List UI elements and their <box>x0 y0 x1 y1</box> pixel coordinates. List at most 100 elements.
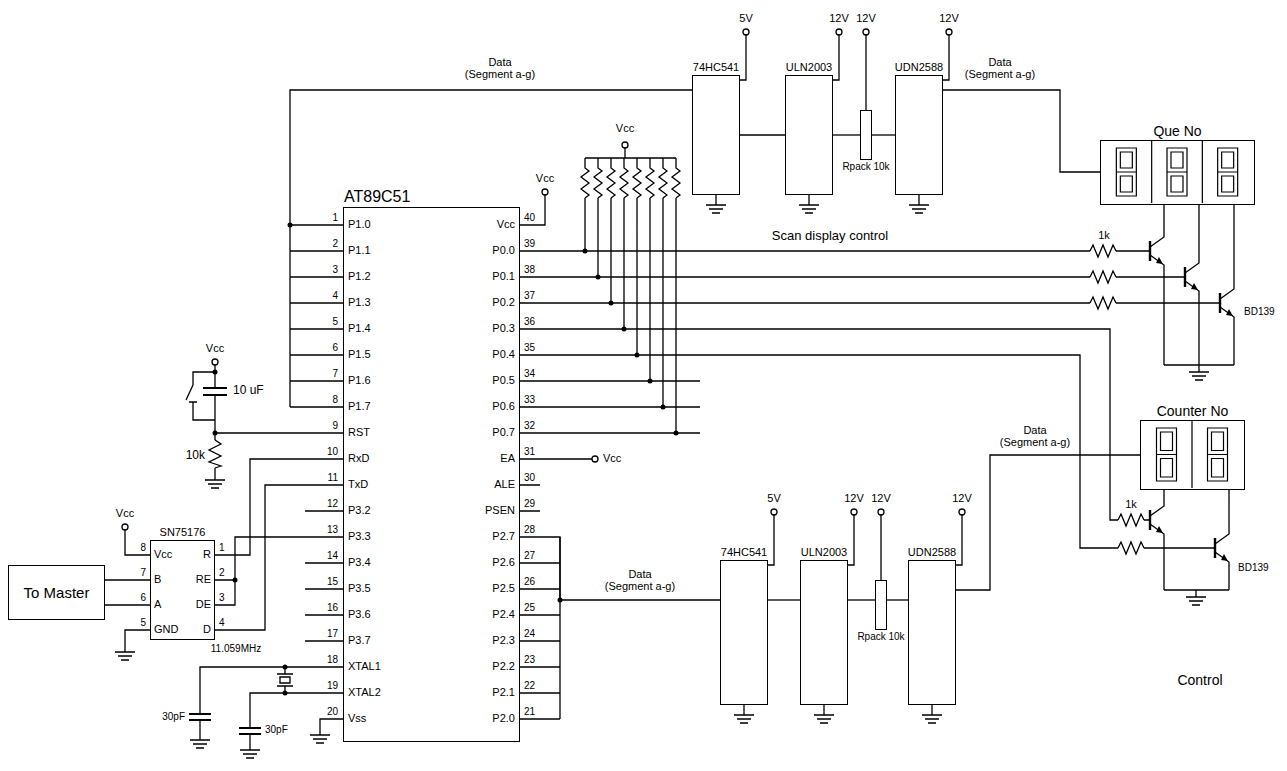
ground-symbol <box>115 205 1209 758</box>
junction-dot <box>213 370 218 375</box>
bus-label: Data (Segment a-g) <box>999 424 1072 448</box>
pin-number: 32 <box>524 420 535 432</box>
pin-number: 28 <box>524 524 535 536</box>
pin-name: P2.1 <box>492 686 515 699</box>
pin-name: P2.3 <box>492 634 515 647</box>
supply-terminal <box>743 29 749 35</box>
capacitor-value: 30pF <box>265 724 288 736</box>
pin-number: 2 <box>219 567 225 579</box>
pin-name: TxD <box>348 478 368 491</box>
pin-name: XTAL1 <box>348 660 381 673</box>
note-label: Scan display control <box>772 229 888 244</box>
pin-name: A <box>154 598 161 611</box>
transistor-part: BD139 <box>1238 562 1269 574</box>
pin-number: 39 <box>524 238 535 250</box>
resistor-value: 1k <box>1098 229 1110 242</box>
junction-dot <box>213 431 218 436</box>
junction-dot <box>648 379 653 384</box>
bus-label: Data (Segment a-g) <box>964 56 1037 80</box>
supply-label: Vcc <box>536 172 554 185</box>
pin-name: P0.3 <box>492 322 515 335</box>
capacitor-value: 30pF <box>162 711 185 723</box>
buffer-chip: 74HC541 <box>692 75 740 195</box>
bus-label: Data (Segment a-g) <box>604 568 677 592</box>
switch-symbol <box>186 385 197 402</box>
transistor-symbol <box>1150 205 1234 590</box>
pin-number: 23 <box>524 654 535 666</box>
supply-label: Vcc <box>616 122 634 135</box>
pin-number: 31 <box>524 446 535 458</box>
pin-number: 5 <box>140 617 146 629</box>
supply-label: 12V <box>952 492 972 505</box>
note-label: Control <box>1177 672 1222 688</box>
signal-wire <box>956 455 1140 590</box>
junction-dot <box>661 405 666 410</box>
pin-name: R <box>203 548 211 561</box>
emitter-arrow <box>1156 257 1233 561</box>
supply-terminal <box>771 509 777 515</box>
buffer-chip: 74HC541 <box>720 560 768 705</box>
supply-terminal <box>836 29 842 35</box>
pin-number: 1 <box>332 212 338 224</box>
pin-name: Vcc <box>154 548 172 561</box>
pin-number: 4 <box>332 290 338 302</box>
pin-name: XTAL2 <box>348 686 381 699</box>
supply-label: Vcc <box>116 507 134 520</box>
junction-dot <box>609 301 614 306</box>
pin-number: 11 <box>328 472 338 484</box>
master-box: To Master <box>8 565 105 620</box>
pin-name: P2.4 <box>492 608 515 621</box>
pin-name: P2.0 <box>492 712 515 725</box>
pin-name: P0.5 <box>492 374 515 387</box>
pin-name: P3.7 <box>348 634 371 647</box>
part-heading: UDN2588 <box>908 546 956 559</box>
resistor-value: 1k <box>1125 498 1137 511</box>
pin-number: 8 <box>140 542 146 554</box>
transistor-part: BD139 <box>1244 306 1275 318</box>
signal-wire <box>105 579 150 580</box>
supply-terminal <box>542 189 548 195</box>
signal-wire <box>105 604 150 605</box>
pin-name: RE <box>196 573 211 586</box>
part-heading: AT89C51 <box>344 188 410 206</box>
part-heading: Que No <box>1153 123 1201 139</box>
pin-number: 16 <box>327 602 338 614</box>
supply-terminal <box>863 29 869 35</box>
pin-number: 3 <box>332 264 338 276</box>
supply-terminal <box>851 509 857 515</box>
pin-name: D <box>203 623 211 636</box>
digit-outline <box>1141 421 1243 488</box>
pin-number: 8 <box>332 394 338 406</box>
signal-wire <box>848 599 875 600</box>
pin-name: P1.7 <box>348 400 371 413</box>
supply-terminal <box>622 142 628 148</box>
pin-number: 10 <box>327 446 338 458</box>
capacitor-symbol <box>189 388 261 734</box>
pin-name: GND <box>154 623 178 636</box>
box-label: To Master <box>24 584 90 601</box>
pin-number: 27 <box>524 550 535 562</box>
pin-number: 2 <box>332 238 338 250</box>
pin-number: 15 <box>327 576 338 588</box>
signal-wire <box>768 599 800 600</box>
pin-number: 33 <box>524 394 535 406</box>
signal-wire <box>215 485 343 630</box>
supply-terminal <box>592 456 598 462</box>
pin-number: 7 <box>332 368 338 380</box>
pin-number: 13 <box>327 524 338 536</box>
part-heading: Counter No <box>1157 403 1229 419</box>
part-heading: Rpack 10k <box>842 161 889 173</box>
pin-name: P1.0 <box>348 218 371 231</box>
pin-name: P0.4 <box>492 348 515 361</box>
pin-number: 1 <box>219 542 225 554</box>
digit-outline <box>1101 141 1253 203</box>
supply-terminal <box>946 29 952 35</box>
pin-name: P1.4 <box>348 322 371 335</box>
pin-name: DE <box>196 598 211 611</box>
supply-label: Vcc <box>206 342 224 355</box>
supply-terminals <box>122 29 965 530</box>
pin-name: P1.2 <box>348 270 371 283</box>
pin-name: B <box>154 573 161 586</box>
